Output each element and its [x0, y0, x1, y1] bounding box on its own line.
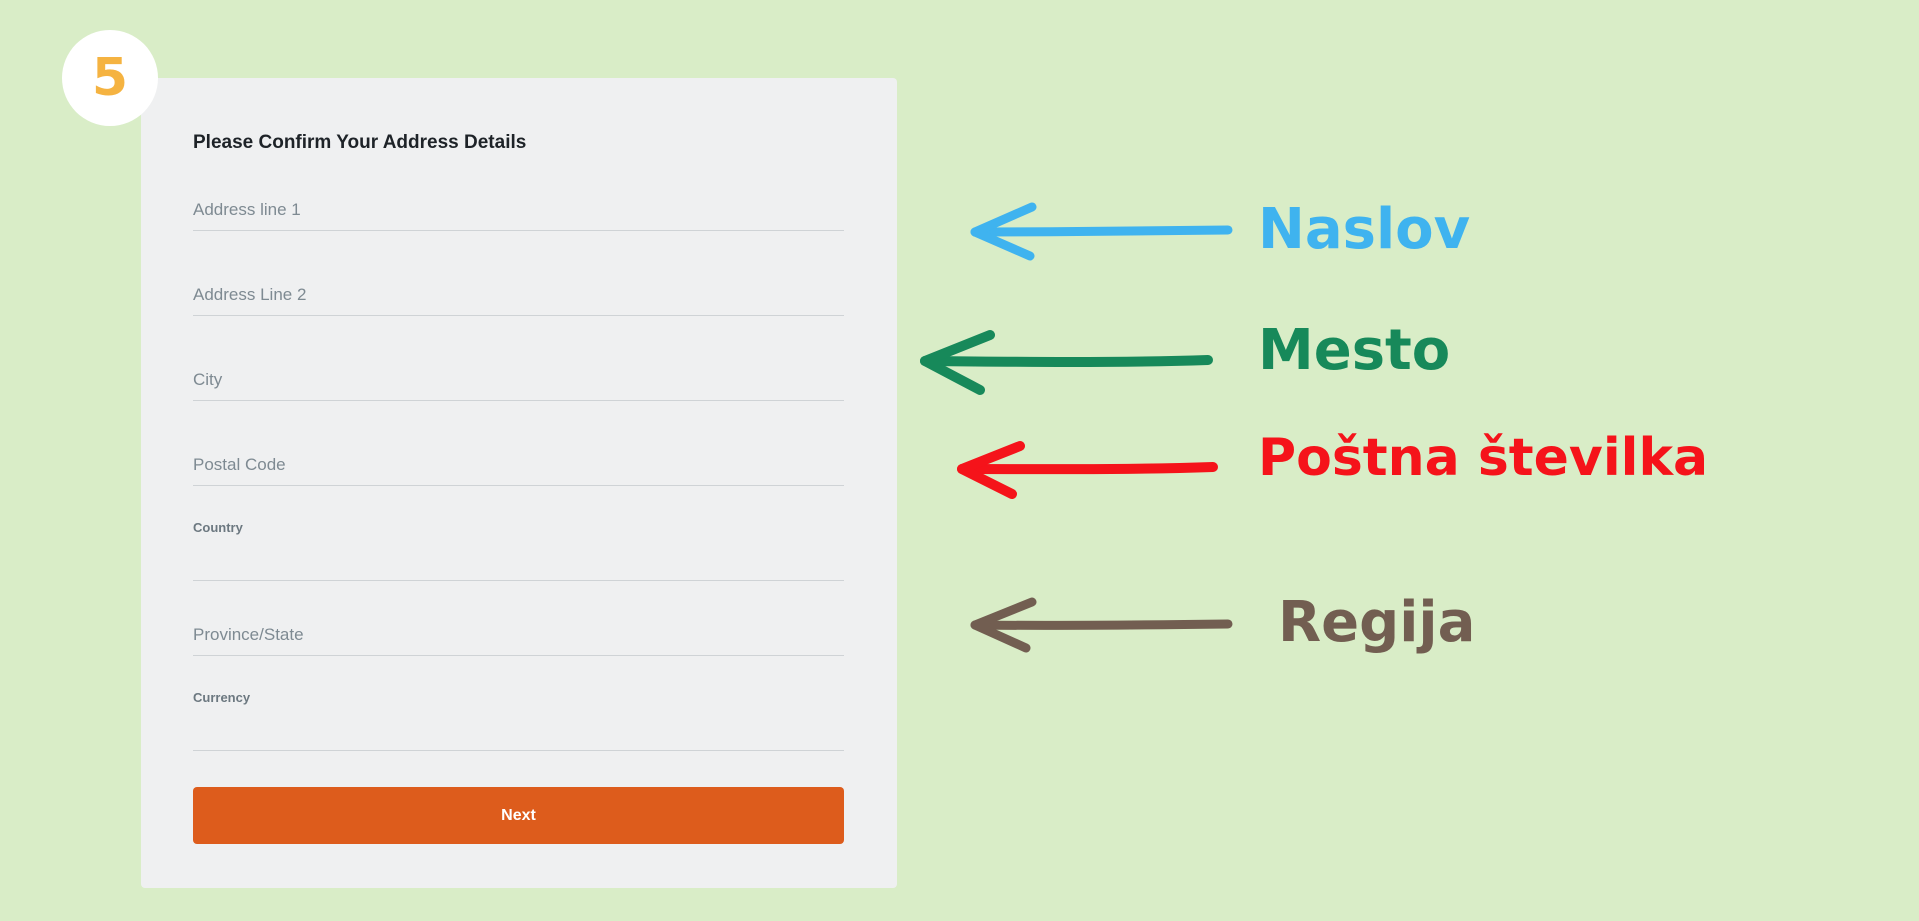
- province-state-input[interactable]: [193, 615, 844, 655]
- annotation-label-region: Regija: [1278, 590, 1476, 655]
- city-input[interactable]: [193, 360, 844, 400]
- country-select[interactable]: [193, 540, 844, 580]
- step-number-badge: 5: [62, 30, 158, 126]
- address-line-1-input[interactable]: [193, 190, 844, 230]
- address-form-card: Please Confirm Your Address Details Coun…: [141, 78, 897, 888]
- currency-select-field[interactable]: [193, 710, 844, 751]
- country-label: Country: [193, 520, 243, 535]
- currency-label: Currency: [193, 690, 251, 705]
- annotation-label-postal-code: Poštna številka: [1258, 428, 1709, 488]
- address-line-1-field[interactable]: [193, 190, 844, 231]
- postal-code-input[interactable]: [193, 445, 844, 485]
- step-number: 5: [91, 48, 129, 108]
- address-line-2-field[interactable]: [193, 275, 844, 316]
- city-field[interactable]: [193, 360, 844, 401]
- annotation-label-city: Mesto: [1258, 318, 1451, 383]
- next-button[interactable]: Next: [193, 787, 844, 844]
- country-select-field[interactable]: [193, 540, 844, 581]
- currency-select[interactable]: [193, 710, 844, 750]
- address-line-2-input[interactable]: [193, 275, 844, 315]
- province-state-field[interactable]: [193, 615, 844, 656]
- form-title: Please Confirm Your Address Details: [193, 132, 527, 153]
- postal-code-field[interactable]: [193, 445, 844, 486]
- annotation-label-address: Naslov: [1258, 197, 1471, 262]
